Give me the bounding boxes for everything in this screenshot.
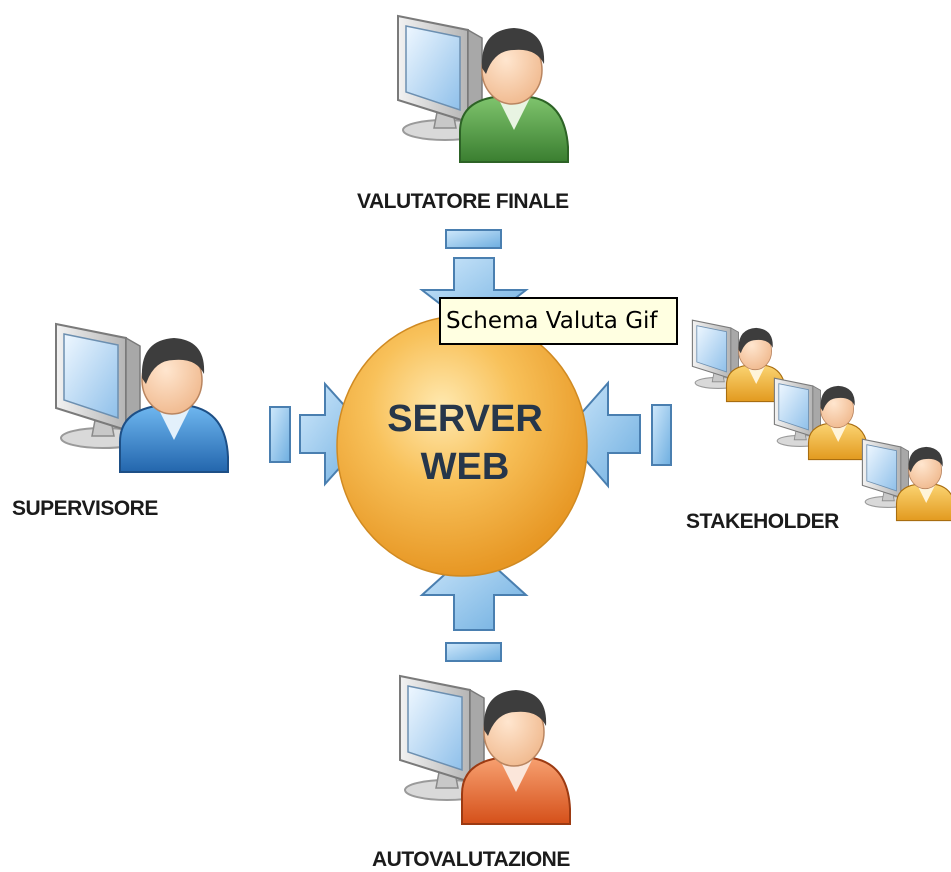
- image-tooltip: Schema Valuta Gif: [439, 297, 678, 345]
- arrow-bottom: [419, 546, 529, 662]
- label-valutatore-finale: VALUTATORE FINALE: [357, 190, 569, 213]
- actor-stakeholder-1-icon: [691, 319, 787, 403]
- label-autovalutazione: AUTOVALUTAZIONE: [372, 848, 570, 871]
- actor-stakeholder-2-icon: [773, 377, 869, 461]
- label-supervisore: SUPERVISORE: [12, 497, 158, 520]
- label-stakeholder: STAKEHOLDER: [686, 510, 839, 533]
- actor-supervisore-icon: [55, 323, 229, 473]
- actor-autovalutazione-icon: [399, 675, 571, 825]
- actor-valutatore-finale-icon: [397, 15, 569, 163]
- server-label-line2: WEB: [420, 446, 510, 488]
- actor-stakeholder-3-icon: [861, 438, 951, 522]
- arrow-left: [269, 381, 372, 487]
- server-label-line1: SERVER: [387, 398, 543, 440]
